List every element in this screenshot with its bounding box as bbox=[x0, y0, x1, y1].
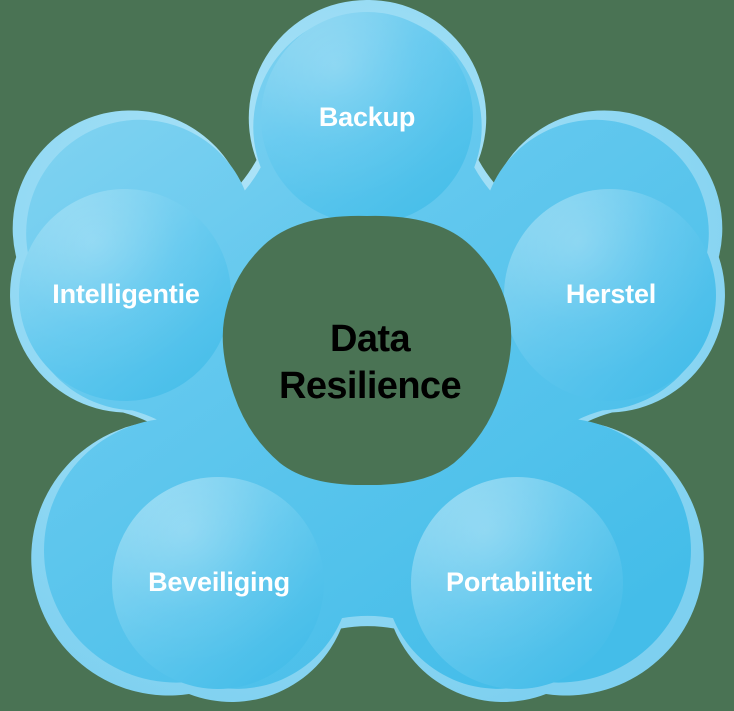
node-herstel-sheen bbox=[504, 189, 716, 401]
node-backup-sheen bbox=[261, 12, 473, 224]
node-intelligentie[interactable]: Intelligentie bbox=[19, 189, 231, 401]
node-intelligentie-label: Intelligentie bbox=[52, 279, 200, 309]
node-beveiliging-sheen bbox=[112, 477, 324, 689]
node-portabiliteit-label: Portabiliteit bbox=[446, 567, 592, 597]
node-intelligentie-sheen bbox=[19, 189, 231, 401]
lobe-discs: Backup Herstel Portabiliteit Beveiliging bbox=[19, 12, 716, 689]
center-hole bbox=[222, 215, 512, 486]
node-backup-label: Backup bbox=[319, 102, 415, 132]
center-hole-shape bbox=[222, 215, 512, 486]
center-title-line-2: Resilience bbox=[279, 365, 461, 407]
center-title: Data Resilience bbox=[279, 318, 462, 407]
node-herstel-label: Herstel bbox=[566, 279, 656, 309]
node-beveiliging[interactable]: Beveiliging bbox=[112, 477, 324, 689]
node-portabiliteit[interactable]: Portabiliteit bbox=[411, 477, 623, 689]
node-beveiliging-label: Beveiliging bbox=[148, 567, 290, 597]
center-title-line-1: Data bbox=[330, 318, 411, 360]
node-portabiliteit-sheen bbox=[411, 477, 623, 689]
node-backup[interactable]: Backup bbox=[261, 12, 473, 224]
node-herstel[interactable]: Herstel bbox=[504, 189, 716, 401]
